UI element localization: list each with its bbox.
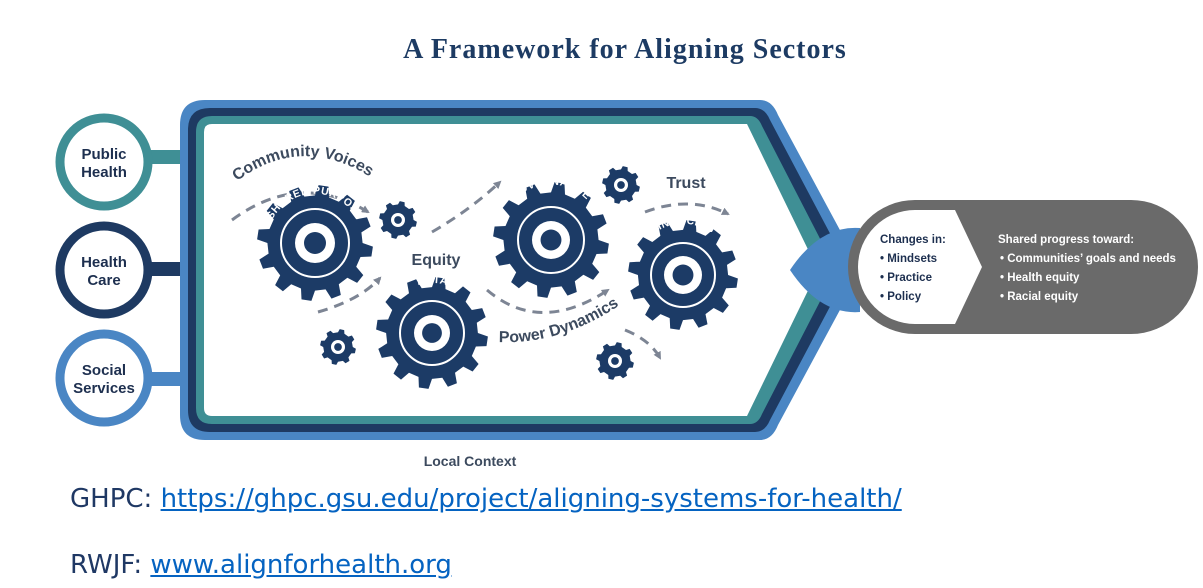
gear-layer [257,166,738,389]
gear-axle [611,357,619,365]
gear-axle [334,343,342,351]
gear-data [376,277,488,389]
frame-inner-field [204,124,818,416]
progress-heading: Shared progress toward: [998,234,1134,246]
sector-public-health: Public Health [55,113,153,211]
flow-arrow [431,180,502,234]
gear-small [602,166,640,204]
sector-social-services: Social Services [55,329,153,427]
gear-small [320,329,356,365]
label-equity: Equity [412,252,461,269]
progress-item: • Communities’ goals and needs [1000,253,1176,265]
sector-health-care: Health Care [55,221,153,319]
gear-axle [394,216,402,224]
sector-label-line2: Health [81,164,127,181]
gear-axle [304,232,326,254]
ghpc-link[interactable]: https://ghpc.gsu.edu/project/aligning-sy… [160,484,902,514]
gear-ring [517,206,585,274]
gear-financing [628,220,738,330]
changes-item: • Policy [880,291,922,303]
changes-item: • Mindsets [880,253,937,265]
progress-item: • Racial equity [1000,291,1079,303]
outcome-panel: Changes in: • Mindsets • Practice • Poli… [848,200,1198,334]
gear-small [379,201,417,239]
gear-shared-purpose [257,185,373,301]
diagram-title: A Framework for Aligning Sectors [403,34,847,65]
changes-item: • Practice [880,272,932,284]
framework-diagram: A Framework for Aligning Sectors Public … [55,34,1198,469]
sector-label-line2: Care [87,272,120,289]
diagram-canvas: A Framework for Aligning Sectors Public … [55,34,1198,469]
gear-ring [650,242,716,308]
local-context-label: Local Context [424,453,517,469]
gear-ring [399,300,465,366]
gear-axle [672,264,694,286]
progress-item: • Health equity [1000,272,1080,284]
gear-axle [617,181,625,189]
sector-label-line1: Social [82,362,126,379]
link-row-rwjf: RWJF: www.alignforhealth.org [70,552,452,578]
flow-arrow [317,276,382,314]
link-row-ghpc: GHPC: https://ghpc.gsu.edu/project/align… [70,486,902,512]
outcome-connector [790,227,860,313]
changes-heading: Changes in: [880,234,946,246]
flow-arrow [644,202,730,216]
gear-axle [540,229,562,251]
gear-axle [422,323,442,343]
gear-small [596,342,634,380]
gear-ring [280,208,350,278]
sector-label-line2: Services [73,380,135,397]
link-prefix: RWJF: [70,550,151,580]
label-trust: Trust [666,175,706,192]
gear-governance [493,182,609,298]
link-prefix: GHPC: [70,484,161,514]
flow-arrow [624,328,662,360]
rwjf-link[interactable]: www.alignforhealth.org [150,550,452,580]
sector-label-line1: Health [81,254,127,271]
sector-label-line1: Public [81,146,126,163]
outcome-changes-chevron [858,210,982,324]
